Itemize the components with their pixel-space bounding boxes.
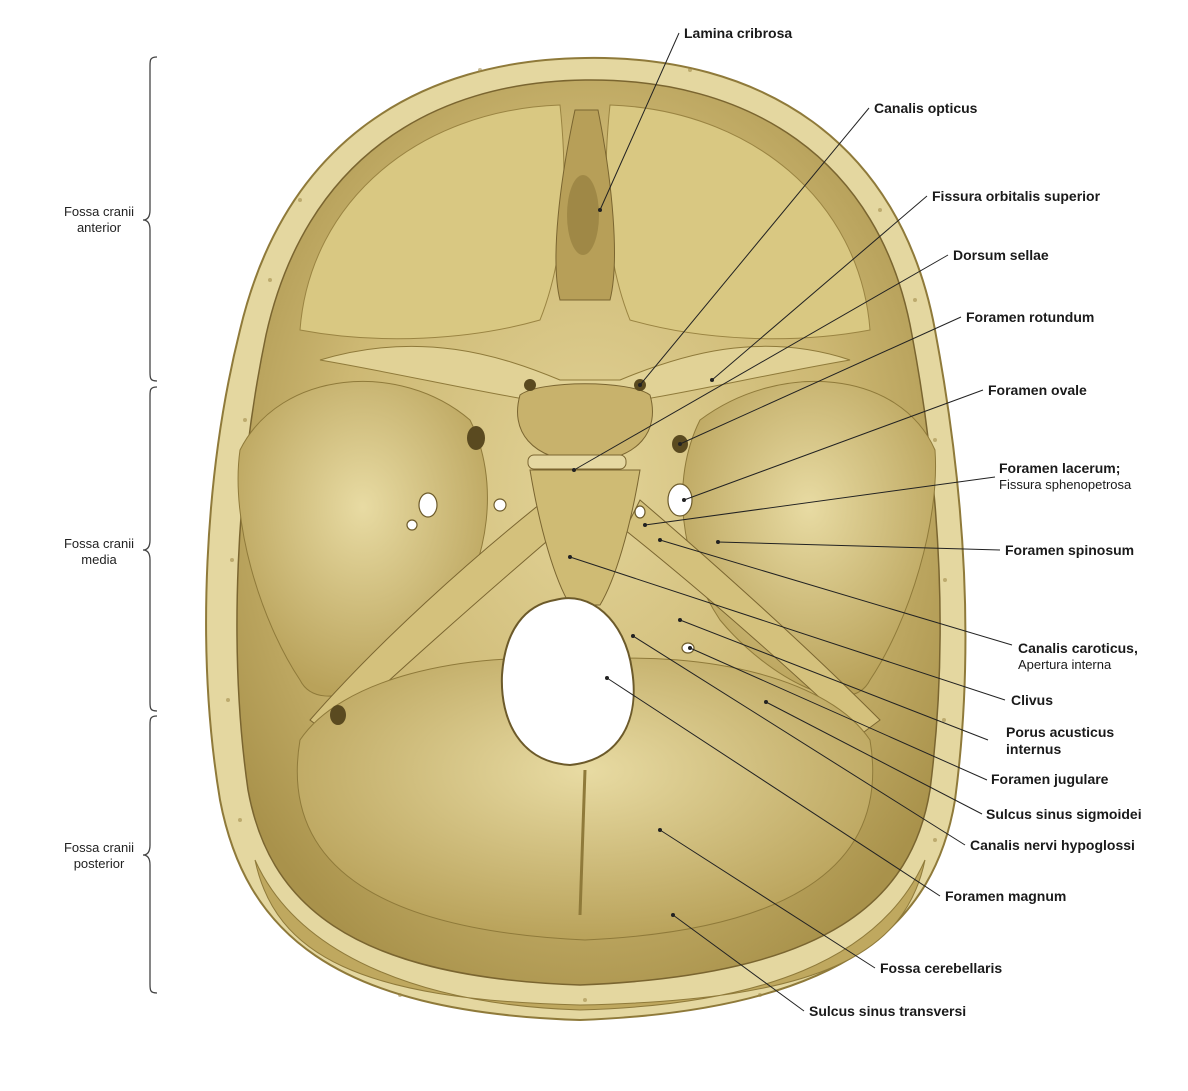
label-canalis-nervi-hypoglossi: Canalis nervi hypoglossi [970,837,1135,854]
leader-clivus [569,556,1006,701]
leader-porus-acusticus [679,619,989,741]
label-text: Porus acusticus [1006,724,1115,740]
region-fossa-cranii-anterior: Fossa cranii anterior [44,204,154,236]
cribriform-foramina [567,175,599,255]
label-text: Lamina cribrosa [684,25,793,41]
label-text: Canalis caroticus, [1018,640,1138,656]
label-text: Foramen spinosum [1005,542,1135,558]
label-canalis-opticus: Canalis opticus [874,100,977,117]
foramina-openings [406,483,695,654]
region-line-2: posterior [73,856,125,871]
label-text: Dorsum sellae [953,247,1049,263]
leader-foramen-rotundum [679,316,962,445]
label-foramen-lacerum: Foramen lacerum; Fissura sphenopetrosa [999,460,1131,493]
label-text: Foramen jugulare [991,771,1109,787]
label-dorsum-sellae: Dorsum sellae [953,247,1049,264]
region-line-2: media [81,552,117,567]
foramen-magnum-opening [500,597,635,767]
region-brackets [142,56,158,994]
region-line-1: Fossa cranii [63,536,135,551]
leader-dorsum-sellae [573,254,949,471]
anterior-fossa-left [299,104,565,340]
leader-lines [569,32,1013,1012]
label-sulcus-sinus-sigmoidei: Sulcus sinus sigmoidei [986,806,1142,823]
dark-foramina [330,379,688,725]
label-canalis-caroticus: Canalis caroticus, Apertura interna [1018,640,1138,673]
label-subtext: Fissura sphenopetrosa [999,477,1132,492]
label-text: Foramen rotundum [966,309,1095,325]
label-text: Canalis opticus [874,100,978,116]
label-text: Fossa cerebellaris [880,960,1003,976]
label-text: Fissura orbitalis superior [932,188,1101,204]
leader-fissura-orbitalis-superior [711,195,928,381]
leader-sulcus-sinus-sigmoidei [765,701,983,815]
label-foramen-spinosum: Foramen spinosum [1005,542,1134,559]
label-porus-acusticus-internus: Porus acusticus internus [1006,724,1114,757]
skull-lower-rim [254,859,926,1011]
region-fossa-cranii-posterior: Fossa cranii posterior [44,840,154,872]
leader-dots [568,208,768,917]
label-text: Foramen lacerum; [999,460,1121,476]
label-lamina-cribrosa: Lamina cribrosa [684,25,792,42]
leader-foramen-lacerum [644,476,996,526]
leader-lamina-cribrosa [599,32,680,211]
label-subtext: internus [1006,741,1062,757]
bracket-posterior [142,715,158,994]
label-text: Foramen ovale [988,382,1087,398]
leader-foramen-jugulare [689,647,988,781]
bracket-media [142,386,158,712]
region-line-2: anterior [76,220,122,235]
label-text: Canalis nervi hypoglossi [970,837,1135,853]
label-text: Sulcus sinus sigmoidei [986,806,1142,822]
region-line-1: Fossa cranii [63,840,135,855]
leader-fossa-cerebellaris [659,829,876,969]
internal-occipital-crest [578,769,587,916]
leader-canalis-nervi-hypoglossi [632,635,966,846]
label-text: Foramen magnum [945,888,1067,904]
bracket-anterior [142,56,158,382]
leader-canalis-caroticus [659,539,1013,646]
label-foramen-jugulare: Foramen jugulare [991,771,1108,788]
leader-canalis-opticus [639,107,870,386]
label-subtext: Apertura interna [1018,657,1112,672]
dorsum-sellae-ridge [527,454,627,470]
sella-turcica [517,383,653,463]
lesser-wings [319,345,851,401]
diploe-texture [226,68,947,1002]
label-fossa-cerebellaris: Fossa cerebellaris [880,960,1002,977]
label-foramen-ovale: Foramen ovale [988,382,1087,399]
label-clivus: Clivus [1011,692,1053,709]
leader-foramen-ovale [683,389,984,501]
leader-sulcus-sinus-transversi [672,914,805,1012]
label-text: Clivus [1011,692,1054,708]
label-text: Sulcus sinus transversi [809,1003,967,1019]
region-line-1: Fossa cranii [63,204,135,219]
label-foramen-magnum: Foramen magnum [945,888,1066,905]
region-fossa-cranii-media: Fossa cranii media [44,536,154,568]
leader-foramen-magnum [606,677,941,897]
label-fissura-orbitalis-superior: Fissura orbitalis superior [932,188,1100,205]
label-foramen-rotundum: Foramen rotundum [966,309,1094,326]
leader-foramen-spinosum [717,541,1001,551]
label-sulcus-sinus-transversi: Sulcus sinus transversi [809,1003,966,1020]
